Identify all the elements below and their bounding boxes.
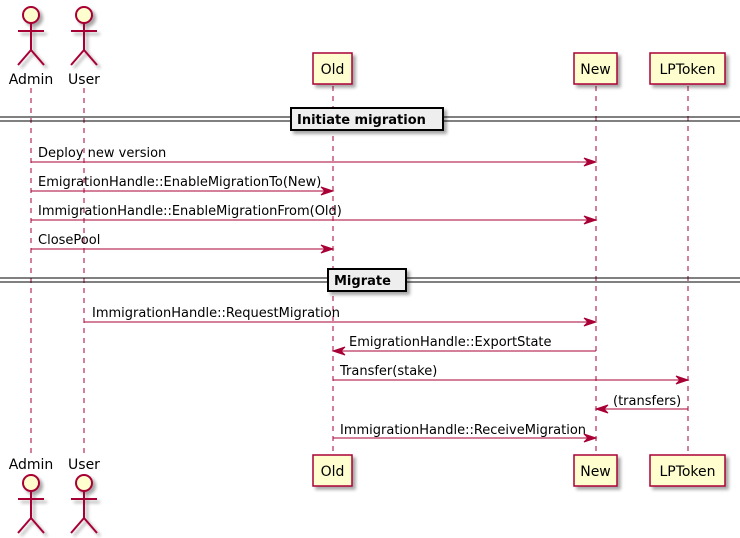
message-transfers-label: (transfers): [613, 394, 681, 409]
actor-head: [22, 474, 40, 492]
arrowhead: [583, 317, 598, 327]
arrowhead: [583, 157, 598, 167]
message-transfer-stake: Transfer(stake): [333, 364, 690, 385]
participant-lptoken-bottom-label: LPToken: [659, 464, 715, 480]
message-enable-migration-to-label: EmigrationHandle::EnableMigrationTo(New): [38, 175, 321, 190]
participant-new-top-label: New: [580, 62, 611, 78]
participant-old-bottom-label: Old: [321, 464, 345, 480]
arrowhead: [675, 375, 690, 385]
divider-migrate-title: Migrate: [334, 274, 391, 289]
actor-admin-bottom-label: Admin: [9, 457, 54, 473]
divider-initiate: Initiate migration: [0, 107, 740, 131]
message-receive-migration: ImmigrationHandle::ReceiveMigration: [333, 423, 598, 443]
actor-user-bottom: [70, 474, 98, 534]
message-transfers: (transfers): [594, 394, 688, 414]
actor-head: [22, 6, 40, 24]
participant-lptoken-top: LPToken: [649, 52, 726, 85]
actor-body: [70, 23, 98, 66]
participant-old-top: Old: [312, 52, 353, 85]
participant-lptoken-bottom: LPToken: [649, 454, 726, 487]
actor-user-top-label: User: [68, 72, 100, 88]
arrowhead: [320, 244, 335, 254]
actor-body: [17, 491, 45, 534]
actor-admin-top-label: Admin: [9, 72, 54, 88]
message-receive-migration-label: ImmigrationHandle::ReceiveMigration: [340, 423, 586, 438]
message-transfer-stake-label: Transfer(stake): [339, 364, 437, 379]
arrowhead: [320, 186, 335, 196]
arrowhead: [583, 433, 598, 443]
actor-head: [75, 474, 93, 492]
actor-admin-bottom: [17, 474, 45, 534]
actor-admin-top: [17, 6, 45, 66]
actor-body: [70, 491, 98, 534]
arrowhead: [583, 215, 598, 225]
participant-lptoken-top-label: LPToken: [659, 62, 715, 78]
message-enable-migration-from-label: ImmigrationHandle::EnableMigrationFrom(O…: [38, 204, 342, 219]
actor-user-top: [70, 6, 98, 66]
participant-old-bottom: Old: [312, 454, 353, 487]
participant-old-top-label: Old: [321, 62, 345, 78]
participant-new-top: New: [573, 52, 618, 85]
arrowhead: [331, 346, 346, 356]
message-export-state: EmigrationHandle::ExportState: [331, 335, 596, 356]
participant-new-bottom-label: New: [580, 464, 611, 480]
message-enable-migration-to: EmigrationHandle::EnableMigrationTo(New): [31, 175, 335, 196]
actor-body: [17, 23, 45, 66]
message-request-migration-label: ImmigrationHandle::RequestMigration: [92, 306, 340, 321]
divider-initiate-title: Initiate migration: [297, 113, 426, 128]
message-export-state-label: EmigrationHandle::ExportState: [349, 335, 552, 350]
message-deploy: Deploy new version: [31, 146, 598, 167]
message-enable-migration-from: ImmigrationHandle::EnableMigrationFrom(O…: [31, 204, 598, 225]
actor-head: [75, 6, 93, 24]
message-close-pool: ClosePool: [31, 233, 335, 254]
divider-migrate: Migrate: [0, 268, 740, 292]
actor-user-bottom-label: User: [68, 457, 100, 473]
message-close-pool-label: ClosePool: [38, 233, 100, 248]
message-request-migration: ImmigrationHandle::RequestMigration: [84, 306, 598, 327]
message-deploy-label: Deploy new version: [38, 146, 166, 161]
arrowhead: [594, 404, 609, 414]
participant-new-bottom: New: [573, 454, 618, 487]
